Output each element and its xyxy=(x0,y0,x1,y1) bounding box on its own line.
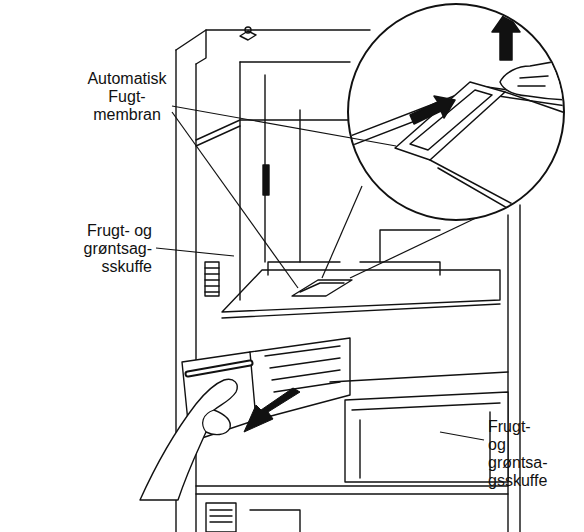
magnified-detail xyxy=(340,12,580,250)
callout-line xyxy=(350,217,478,278)
fridge-cabinet xyxy=(292,280,352,296)
fridge-cabinet xyxy=(299,110,300,262)
fridge-cabinet xyxy=(196,126,240,146)
leader-line xyxy=(156,248,234,256)
fridge-cabinet xyxy=(196,120,350,140)
fridge-cabinet xyxy=(176,30,370,50)
magnified-detail xyxy=(410,96,455,124)
fridge-cabinet xyxy=(188,363,250,374)
fridge-cabinet xyxy=(352,403,500,410)
fridge-cabinet xyxy=(196,30,206,64)
fridge-cabinet xyxy=(265,346,340,392)
leader-line xyxy=(156,106,484,440)
pull-arrow xyxy=(244,388,300,432)
fridge-cabinet xyxy=(196,486,508,494)
fridge-cabinet xyxy=(300,283,344,292)
fridge-cabinet xyxy=(250,510,300,532)
part-label: Automatisk Fugt- membran xyxy=(84,70,170,124)
fridge-cabinet xyxy=(239,62,240,300)
fridge-cabinet xyxy=(205,262,219,296)
fridge-cabinet xyxy=(245,27,251,33)
leader-line xyxy=(172,112,298,288)
magnified-detail xyxy=(518,76,548,86)
leader-line xyxy=(172,106,396,146)
hand xyxy=(203,410,214,432)
magnified-detail xyxy=(340,4,580,250)
fridge-cabinet xyxy=(188,363,250,374)
leader-line xyxy=(440,432,484,440)
fridge-cabinet xyxy=(222,304,500,318)
part-label: Frugt- og grøntsag- sskuffe xyxy=(40,222,152,276)
hand xyxy=(140,379,237,500)
fridge-cabinet xyxy=(205,268,219,292)
fridge-cabinet xyxy=(345,392,508,482)
fridge-cabinet xyxy=(206,503,236,532)
magnified-detail xyxy=(348,4,564,220)
callout-line xyxy=(322,186,362,278)
magnified-detail xyxy=(410,90,492,150)
fridge-cabinet xyxy=(268,262,440,275)
fridge-cabinet xyxy=(240,61,350,62)
fridge-cabinet xyxy=(360,412,490,478)
magnified-detail xyxy=(492,12,520,60)
magnified-detail xyxy=(430,160,580,240)
magnified-detail xyxy=(438,168,580,250)
fridge-cabinet xyxy=(330,372,508,382)
fridge-cabinet xyxy=(210,510,232,522)
magnified-detail xyxy=(395,82,505,160)
fridge-cabinet xyxy=(380,230,440,262)
magnified-detail xyxy=(500,58,575,100)
fridge-cabinet xyxy=(263,165,269,195)
part-label: Frugt- og grøntsa- gsskuffe xyxy=(488,418,550,490)
fridge-cabinet xyxy=(195,64,196,532)
